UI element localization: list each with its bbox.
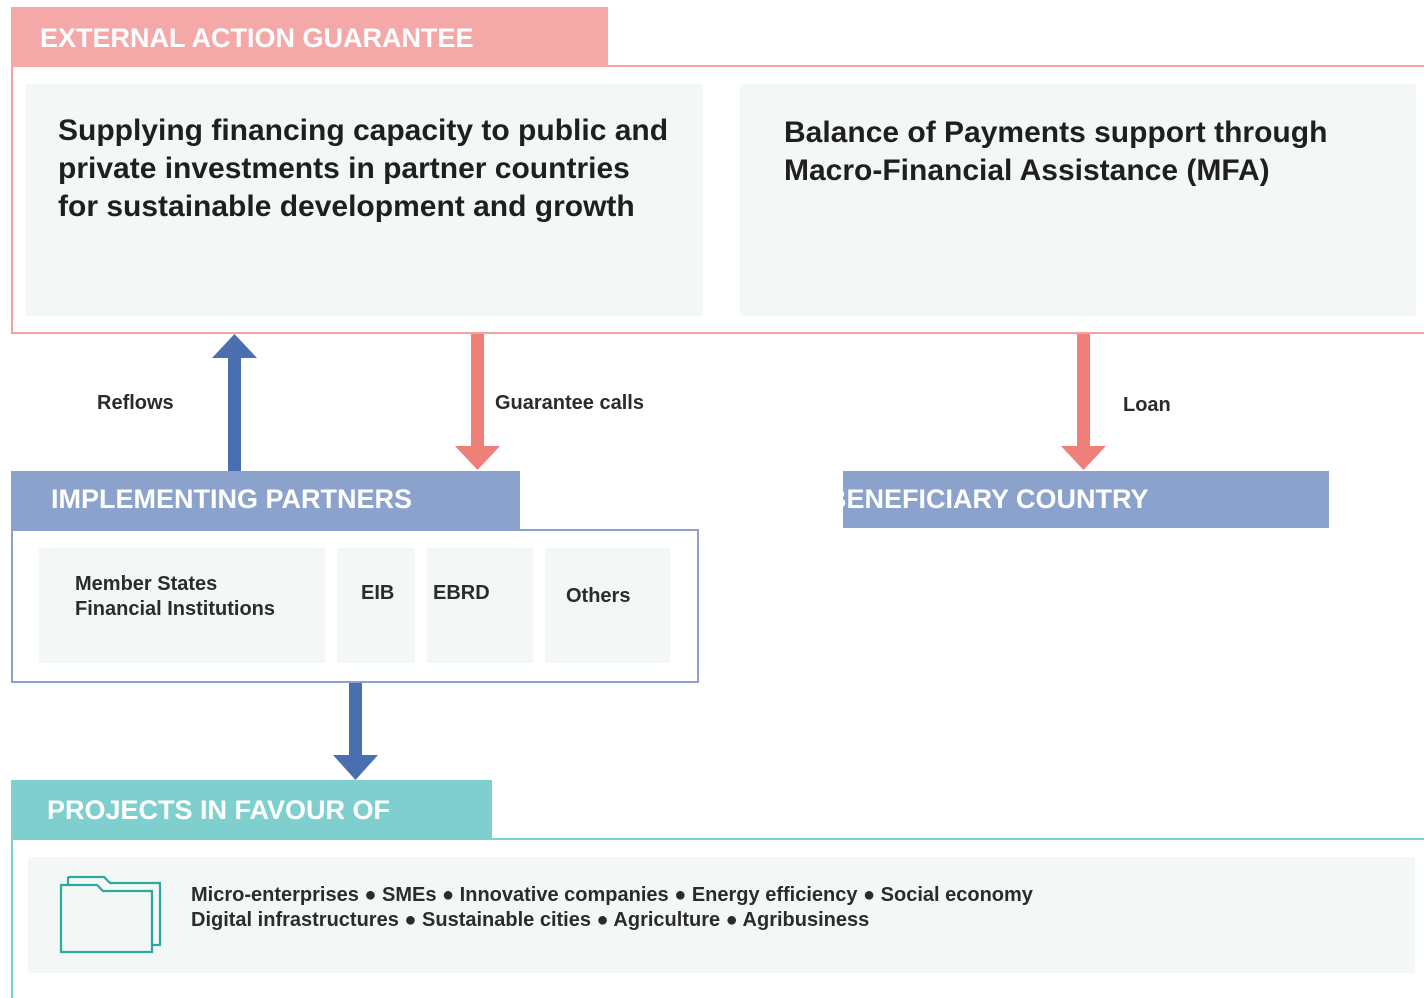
- reflows-label: Reflows: [97, 392, 174, 414]
- partner-ebrd: EBRD: [427, 548, 533, 663]
- mfa-panel: Balance of Payments support through Macr…: [740, 84, 1416, 316]
- partner-member-states: Member States Financial Institutions: [39, 548, 325, 663]
- guarantee-calls-arrow: [455, 334, 500, 470]
- beneficiary-country-header-text: BENEFICIARY COUNTRY: [843, 484, 1149, 514]
- partner-eib: EIB: [337, 548, 415, 663]
- projects-header: PROJECTS IN FAVOUR OF: [11, 780, 492, 840]
- projects-line-2: Digital infrastructures ● Sustainable ci…: [191, 909, 870, 931]
- external-action-header-text: EXTERNAL ACTION GUARANTEE: [40, 23, 474, 53]
- projects-arrow: [333, 683, 378, 780]
- beneficiary-country-header: BENEFICIARY COUNTRY: [843, 471, 1329, 528]
- implementing-partners-header: IMPLEMENTING PARTNERS: [11, 471, 520, 531]
- financing-capacity-panel: Supplying financing capacity to public a…: [26, 84, 703, 316]
- projects-panel: [28, 857, 1415, 973]
- external-action-frame: [11, 65, 1424, 334]
- partner-others: Others: [545, 548, 670, 663]
- guarantee-calls-label: Guarantee calls: [495, 392, 644, 414]
- reflows-arrow: [212, 334, 257, 472]
- projects-line-1: Micro-enterprises ● SMEs ● Innovative co…: [191, 884, 1033, 906]
- partner-member-states-line1: Member States: [75, 573, 218, 595]
- external-action-header: EXTERNAL ACTION GUARANTEE: [11, 7, 608, 67]
- partner-others-label: Others: [566, 585, 631, 607]
- projects-frame: [11, 838, 1424, 998]
- partner-eib-label: EIB: [361, 582, 395, 604]
- partner-member-states-line2: Financial Institutions: [75, 598, 276, 620]
- loan-label: Loan: [1123, 394, 1171, 416]
- projects-header-text: PROJECTS IN FAVOUR OF: [47, 795, 391, 825]
- mfa-text: Balance of Payments support through Macr…: [784, 116, 1328, 187]
- loan-arrow: [1061, 334, 1106, 470]
- partner-ebrd-label: EBRD: [433, 582, 490, 604]
- folder-icon: [59, 875, 162, 954]
- implementing-partners-header-text: IMPLEMENTING PARTNERS: [51, 484, 413, 514]
- financing-capacity-text: Supplying financing capacity to public a…: [58, 114, 669, 223]
